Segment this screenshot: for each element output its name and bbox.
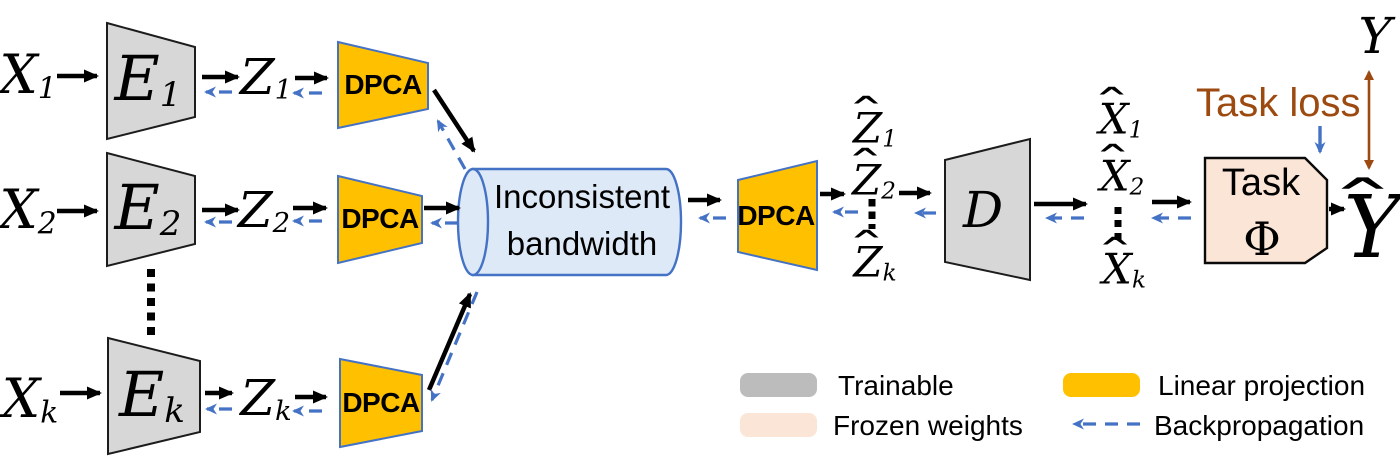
task-label: Task <box>1221 162 1301 205</box>
decoder-label: D <box>962 180 1004 239</box>
e2-label: E2 <box>114 171 182 245</box>
x2-label: X2 <box>0 178 57 242</box>
channel-cylinder-cap <box>456 167 490 277</box>
dpca-receiver-shape <box>737 159 818 272</box>
decoder-d-shape <box>944 137 1031 282</box>
legend-label-backpropagation: Backpropagation <box>1154 410 1365 441</box>
dpca-k-shape <box>339 357 423 449</box>
z1-label: Z1 <box>239 48 293 107</box>
legend-label-linear-projection: Linear projection <box>1158 370 1366 401</box>
legend-swatch-frozen-weights <box>740 413 817 437</box>
dpca-2-shape <box>337 174 423 265</box>
legend-swatch-linear-projection <box>1063 373 1140 397</box>
channel-label-line2: bandwidth <box>506 225 658 262</box>
dpca2-label: DPCA <box>341 203 419 234</box>
encoder-e2-shape <box>106 151 196 268</box>
dpca-receiver-label: DPCA <box>737 200 815 231</box>
encoder-e1-shape <box>106 21 196 141</box>
arrow-dpcak-channel <box>426 292 473 391</box>
legend-swatch-trainable <box>740 373 817 397</box>
z2-label: Z2 <box>237 181 291 240</box>
channel-cylinder-body <box>471 167 683 277</box>
dpca1-label: DPCA <box>344 69 422 100</box>
task-loss-label: Task loss <box>1196 81 1361 125</box>
xk-label: Xk <box>1 367 59 431</box>
legend-label-trainable: Trainable <box>838 370 954 401</box>
encoder-ek-shape <box>107 336 201 456</box>
y-label: Y <box>1358 6 1392 65</box>
channel-label-line1: Inconsistent <box>493 178 671 215</box>
dpca-1-shape <box>337 40 429 130</box>
arrow-dpca1-channel <box>432 88 476 153</box>
backprop-channel-dpcak <box>430 291 479 402</box>
task-block-shape <box>1203 156 1329 265</box>
dpcak-label: DPCA <box>342 387 420 418</box>
backprop-channel-dpca1 <box>436 119 467 170</box>
e1-label: E1 <box>114 42 182 116</box>
x1-label: X1 <box>0 43 57 107</box>
phi-label: Φ <box>1243 211 1281 266</box>
legend-label-frozen-weights: Frozen weights <box>833 410 1023 441</box>
zk-label: Zk <box>240 369 292 428</box>
ek-label: Ek <box>119 358 185 432</box>
